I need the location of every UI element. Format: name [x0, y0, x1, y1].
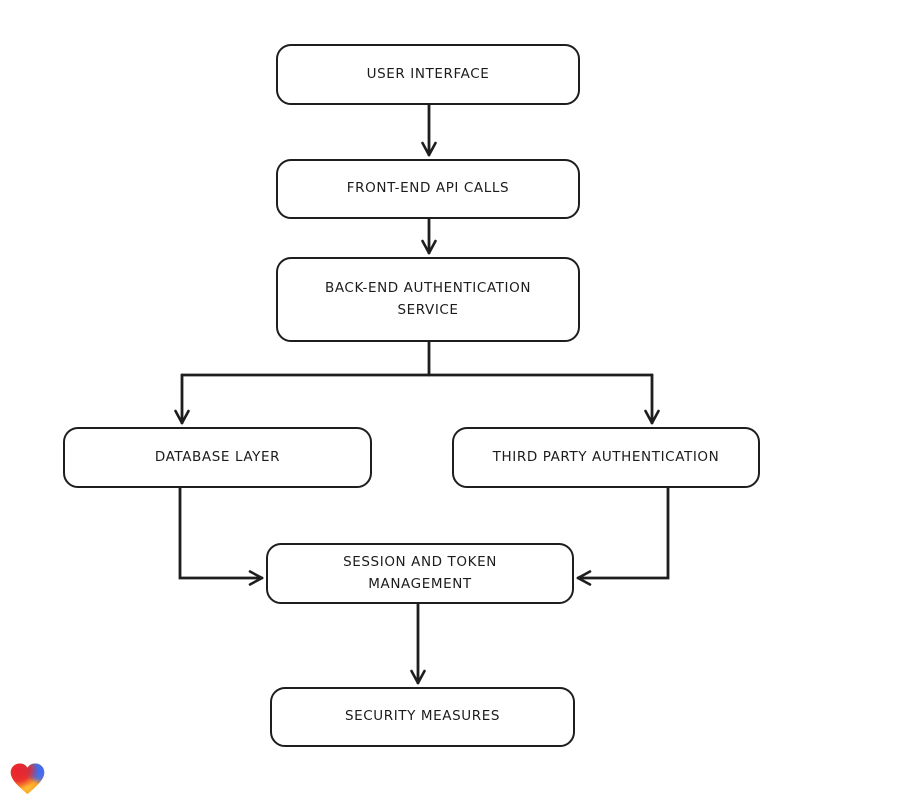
node-front-end-api-calls: FRONT-END API CALLS	[276, 159, 580, 219]
node-back-end-authentication-service: BACK-END AUTHENTICATION SERVICE	[276, 257, 580, 342]
gradient-heart-logo-icon[interactable]	[9, 761, 46, 796]
edge-thirdparty-to-session	[576, 486, 670, 586]
node-user-interface-label: USER INTERFACE	[366, 65, 490, 82]
node-session-and-token-management: SESSION AND TOKEN MANAGEMENT	[266, 543, 574, 604]
node-user-interface: USER INTERFACE	[276, 44, 580, 105]
node-session-and-token-management-label: SESSION AND TOKEN MANAGEMENT	[343, 553, 497, 592]
node-security-measures: SECURITY MEASURES	[270, 687, 575, 747]
node-database-layer-label: DATABASE LAYER	[154, 448, 281, 465]
edge-database-to-session	[178, 486, 264, 586]
node-front-end-api-calls-label: FRONT-END API CALLS	[346, 180, 510, 197]
node-database-layer: DATABASE LAYER	[63, 427, 372, 488]
node-third-party-authentication: THIRD PARTY AUTHENTICATION	[452, 427, 760, 488]
node-back-end-authentication-service-label: BACK-END AUTHENTICATION SERVICE	[324, 279, 532, 318]
node-third-party-authentication-label: THIRD PARTY AUTHENTICATION	[492, 448, 720, 465]
node-security-measures-label: SECURITY MEASURES	[344, 708, 501, 725]
